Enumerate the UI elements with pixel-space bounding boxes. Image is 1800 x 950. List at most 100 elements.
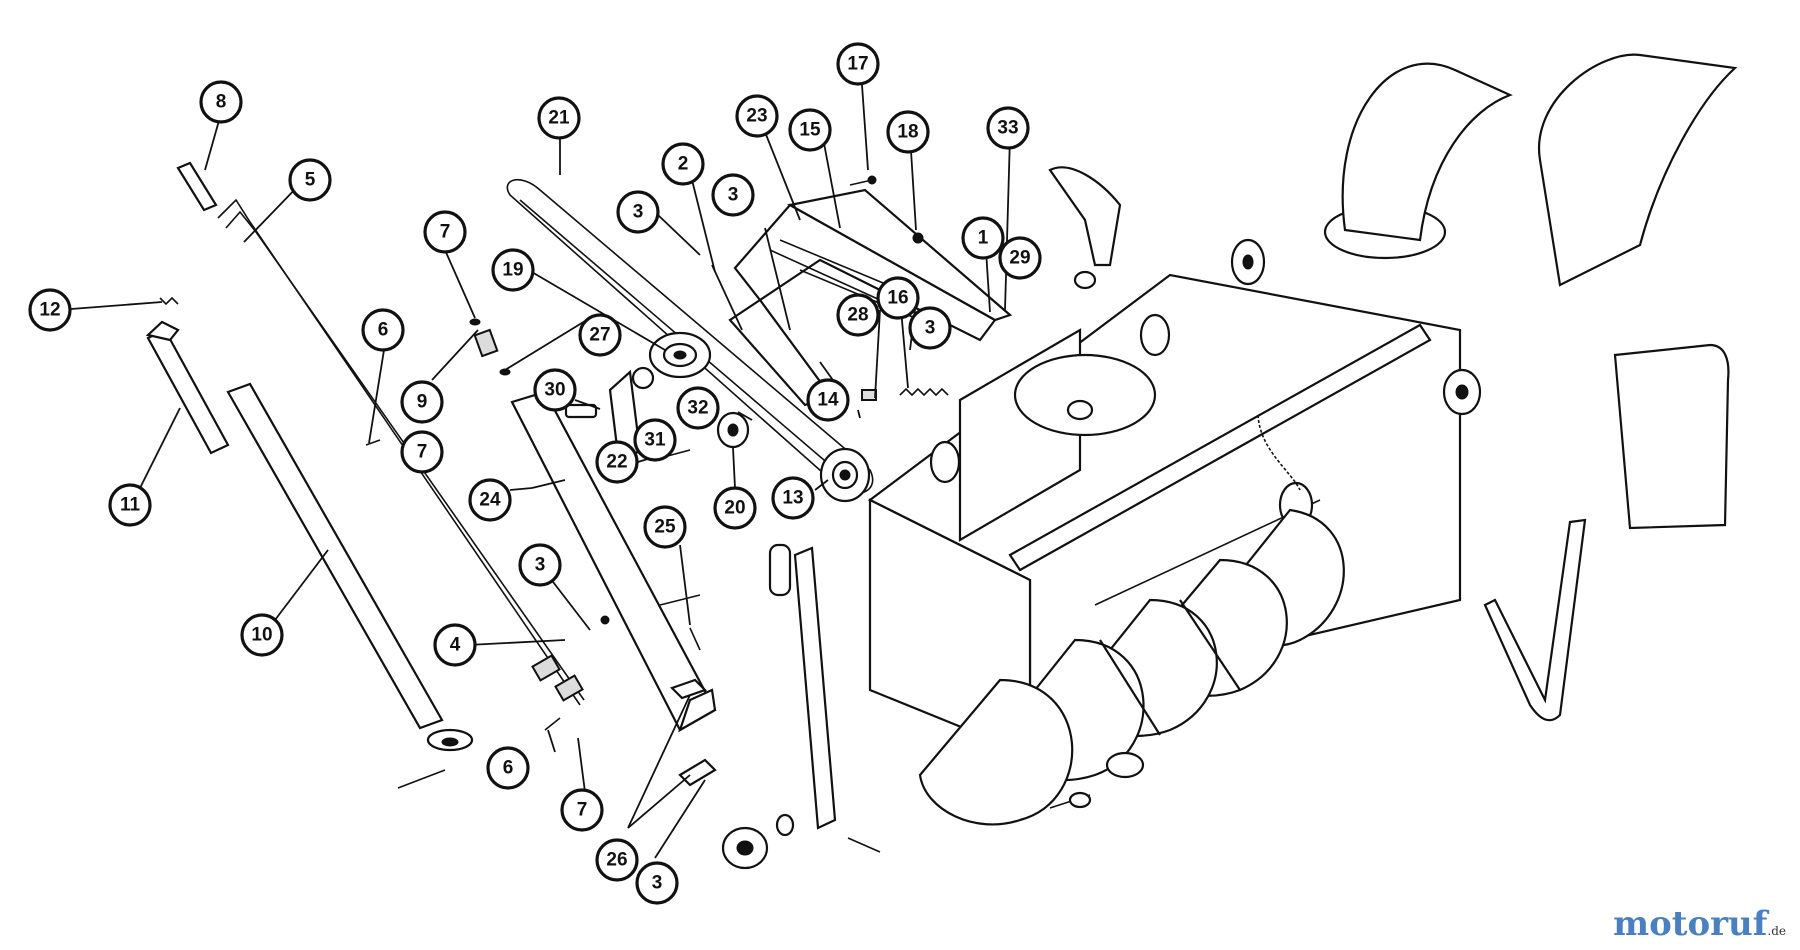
callout-3-e: 3 <box>635 861 679 905</box>
callout-17: 17 <box>836 42 880 86</box>
watermark-logo: motoruf.de <box>1613 904 1786 944</box>
svg-text:23: 23 <box>746 106 767 127</box>
part-skid-shoe <box>1483 518 1587 722</box>
svg-text:7: 7 <box>440 222 451 243</box>
part-nut-18 <box>912 232 924 244</box>
callout-24: 24 <box>468 478 512 522</box>
callout-3-d: 3 <box>518 543 562 587</box>
callout-16: 16 <box>876 276 920 320</box>
svg-text:3: 3 <box>925 318 936 339</box>
part-chute <box>1048 53 1738 287</box>
svg-text:28: 28 <box>847 305 868 326</box>
svg-text:3: 3 <box>652 873 663 894</box>
callout-28: 28 <box>836 293 880 337</box>
callout-13: 13 <box>771 476 815 520</box>
callout-6-top: 6 <box>361 308 405 352</box>
svg-text:16: 16 <box>887 288 908 309</box>
svg-text:4: 4 <box>450 635 461 656</box>
svg-text:33: 33 <box>997 118 1018 139</box>
part-pulley-19 <box>648 331 712 379</box>
svg-text:8: 8 <box>216 92 227 113</box>
svg-text:15: 15 <box>799 120 821 141</box>
svg-text:26: 26 <box>606 850 627 871</box>
svg-text:17: 17 <box>847 54 868 75</box>
callout-22: 22 <box>595 440 639 484</box>
callout-30: 30 <box>533 368 577 412</box>
callout-1: 1 <box>961 216 1005 260</box>
part-pin-8 <box>176 161 218 212</box>
svg-text:7: 7 <box>577 800 588 821</box>
callout-32: 32 <box>676 386 720 430</box>
svg-text:6: 6 <box>503 758 514 779</box>
part-collar-4 <box>531 654 584 702</box>
svg-text:3: 3 <box>535 555 546 576</box>
callout-6-bottom: 6 <box>486 746 530 790</box>
svg-text:3: 3 <box>728 185 739 206</box>
callout-23: 23 <box>735 94 779 138</box>
svg-text:1: 1 <box>978 228 989 249</box>
watermark-brand-main: motoruf <box>1613 904 1768 944</box>
svg-text:24: 24 <box>479 490 501 511</box>
part-chain <box>1257 414 1301 491</box>
svg-text:7: 7 <box>417 442 428 463</box>
callout-10: 10 <box>240 613 284 657</box>
part-hubs <box>929 238 1482 529</box>
svg-text:32: 32 <box>687 398 708 419</box>
svg-text:5: 5 <box>305 170 316 191</box>
svg-text:9: 9 <box>417 392 428 413</box>
part-handle-tube-11 <box>145 320 230 455</box>
svg-text:6: 6 <box>378 320 389 341</box>
callout-26: 26 <box>595 838 639 882</box>
part-plate-26 <box>669 678 717 787</box>
svg-text:25: 25 <box>654 517 676 538</box>
callout-12: 12 <box>28 288 72 332</box>
callout-5: 5 <box>288 158 332 202</box>
part-idler-bracket-32 <box>564 366 691 459</box>
part-pulley-13 <box>819 447 871 503</box>
part-pulley-20 <box>716 411 750 449</box>
svg-text:13: 13 <box>782 488 803 509</box>
callout-21: 21 <box>537 96 581 140</box>
svg-text:2: 2 <box>678 154 689 175</box>
callout-20: 20 <box>713 486 757 530</box>
callout-8: 8 <box>199 80 243 124</box>
callout-3-b: 3 <box>711 173 755 217</box>
svg-text:14: 14 <box>817 390 839 411</box>
part-auger <box>918 508 1345 826</box>
part-frame-23 <box>728 188 1013 407</box>
part-bolt-17 <box>849 175 877 186</box>
svg-text:22: 22 <box>606 452 627 473</box>
svg-text:18: 18 <box>897 122 918 143</box>
callout-11: 11 <box>108 483 152 527</box>
callout-4: 4 <box>433 623 477 667</box>
callout-19: 19 <box>491 248 535 292</box>
callout-27: 27 <box>578 313 622 357</box>
svg-text:30: 30 <box>544 380 565 401</box>
svg-text:11: 11 <box>120 495 141 516</box>
callout-29: 29 <box>998 236 1042 280</box>
callout-25: 25 <box>643 505 687 549</box>
callout-14: 14 <box>806 378 850 422</box>
callout-2: 2 <box>661 142 705 186</box>
svg-text:29: 29 <box>1009 248 1030 269</box>
callout-3-a: 3 <box>616 190 660 234</box>
svg-text:31: 31 <box>644 430 666 451</box>
callout-9: 9 <box>400 380 444 424</box>
svg-text:19: 19 <box>502 260 523 281</box>
part-bolt-25 <box>659 594 701 651</box>
part-bracket-24 <box>510 390 717 733</box>
callout-7-mid: 7 <box>400 430 444 474</box>
callout-33: 33 <box>986 106 1030 150</box>
part-spring-9 <box>469 318 511 376</box>
callout-3-c: 3 <box>908 306 952 350</box>
part-clip-12 <box>159 296 179 306</box>
part-handle-10 <box>226 382 474 789</box>
svg-text:3: 3 <box>633 202 644 223</box>
svg-text:12: 12 <box>39 300 60 321</box>
svg-text:20: 20 <box>724 498 745 519</box>
callout-15: 15 <box>788 108 832 152</box>
svg-text:21: 21 <box>548 108 570 129</box>
callout-7-top: 7 <box>423 210 467 254</box>
callout-18: 18 <box>886 110 930 154</box>
